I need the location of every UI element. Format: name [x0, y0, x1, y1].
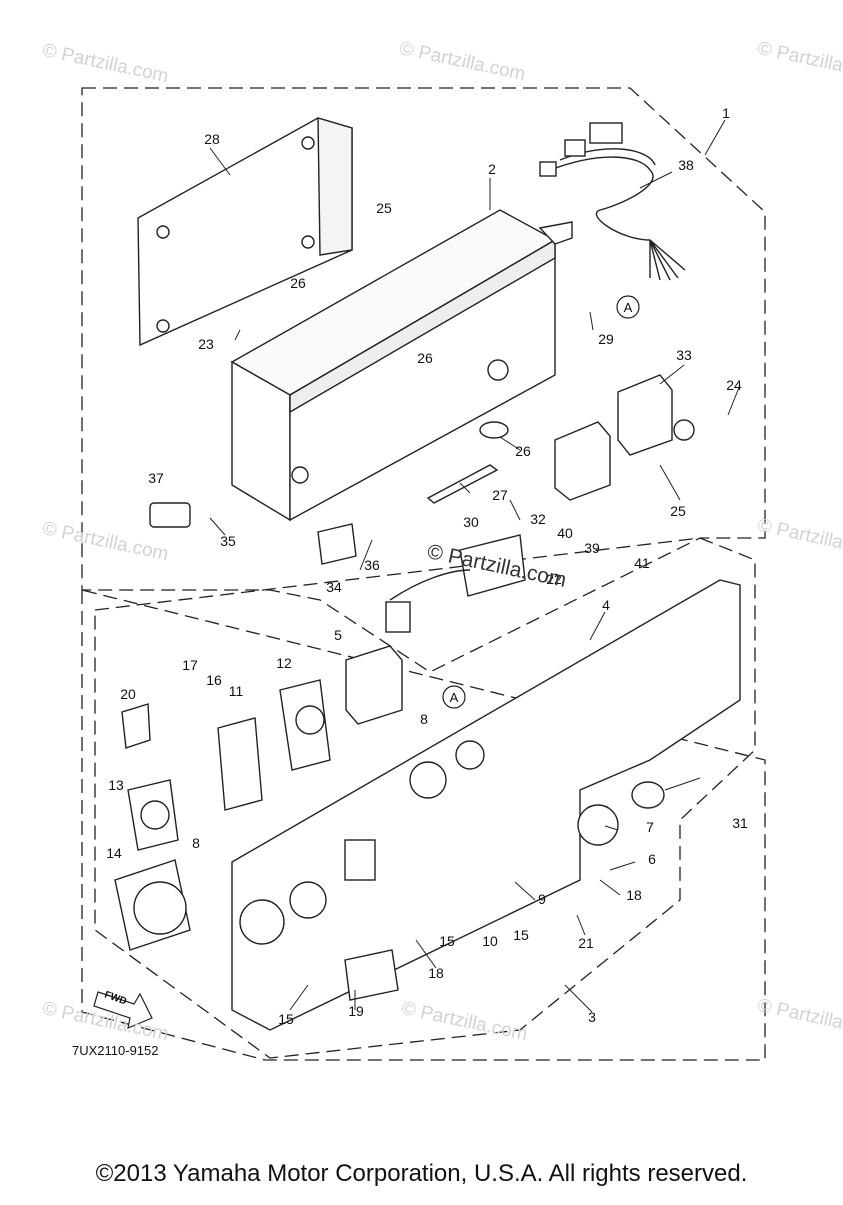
callout-15: 15 [513, 927, 529, 943]
callout-11: 11 [229, 683, 244, 699]
callout-7: 7 [646, 819, 654, 835]
callout-41: 41 [634, 555, 650, 571]
outer-lower-boundary [81, 589, 766, 1061]
reference-a-lower-text: A [450, 690, 459, 705]
callout-19: 19 [348, 1003, 364, 1019]
callout-36: 36 [364, 557, 380, 573]
leader-lines [209, 119, 741, 1013]
callout-16: 16 [206, 672, 222, 688]
lower-assembly-boundary [94, 537, 756, 1059]
part-3-4-front-panel [231, 579, 741, 1031]
callout-1: 1 [722, 105, 730, 121]
callout-14: 14 [106, 845, 122, 861]
callout-37: 37 [148, 470, 164, 486]
part-33-34-modules [554, 374, 695, 501]
callout-29: 29 [598, 331, 614, 347]
part-27-grommet [479, 421, 509, 439]
callout-28: 28 [204, 131, 220, 147]
part-2-control-box [230, 209, 573, 522]
callout-34: 34 [326, 579, 342, 595]
reference-marker-a-lower: A [442, 685, 466, 709]
receptacles [114, 679, 331, 951]
callout-13: 13 [108, 777, 124, 793]
callout-8: 8 [420, 711, 428, 727]
callout-9: 9 [538, 891, 546, 907]
callout-18: 18 [428, 965, 444, 981]
part-19-socket [344, 949, 399, 1001]
callout-26: 26 [417, 350, 433, 366]
callout-40: 40 [557, 525, 573, 541]
callout-39: 39 [584, 540, 600, 556]
callout-31: 31 [732, 815, 748, 831]
callout-30: 30 [463, 514, 479, 530]
reference-a-upper-text: A [624, 300, 633, 315]
callout-21: 21 [578, 935, 594, 951]
part-23-35 [317, 523, 526, 633]
fwd-arrow-icon [93, 991, 153, 1029]
drawing-code: 7UX2110-9152 [72, 1043, 159, 1058]
callout-6: 6 [648, 851, 656, 867]
part-38 [149, 502, 191, 528]
callout-24: 24 [726, 377, 742, 393]
callout-12: 12 [276, 655, 292, 671]
part-5-module [345, 645, 403, 725]
callout-33: 33 [676, 347, 692, 363]
callout-26: 26 [515, 443, 531, 459]
callout-3: 3 [588, 1009, 596, 1025]
copyright-notice: ©2013 Yamaha Motor Corporation, U.S.A. A… [95, 1160, 748, 1187]
callout-26: 26 [290, 275, 306, 291]
callout-15: 15 [278, 1011, 294, 1027]
callout-5: 5 [334, 627, 342, 643]
callout-8: 8 [192, 835, 200, 851]
part-28-bracket [426, 464, 499, 504]
callout-25: 25 [670, 503, 686, 519]
part-39-wire-harness [539, 122, 686, 281]
dashed-boundaries [81, 87, 766, 1061]
part-29-panel [137, 117, 353, 347]
callout-32: 32 [530, 511, 546, 527]
callout-2: 2 [488, 161, 496, 177]
reference-marker-a-upper: A [616, 295, 640, 319]
callout-10: 10 [482, 933, 498, 949]
callout-15: 15 [439, 933, 455, 949]
parts-7-22 [577, 781, 665, 846]
callout-38: 38 [678, 157, 694, 173]
callout-4: 4 [602, 597, 610, 613]
upper-assembly-boundary [81, 87, 766, 673]
callout-27: 27 [492, 487, 508, 503]
callout-18: 18 [626, 887, 642, 903]
part-11-breaker [121, 703, 263, 811]
callout-22: 22 [546, 571, 562, 587]
callout-20: 20 [120, 686, 136, 702]
callout-25: 25 [376, 200, 392, 216]
callout-35: 35 [220, 533, 236, 549]
callout-23: 23 [198, 336, 214, 352]
callout-17: 17 [182, 657, 198, 673]
